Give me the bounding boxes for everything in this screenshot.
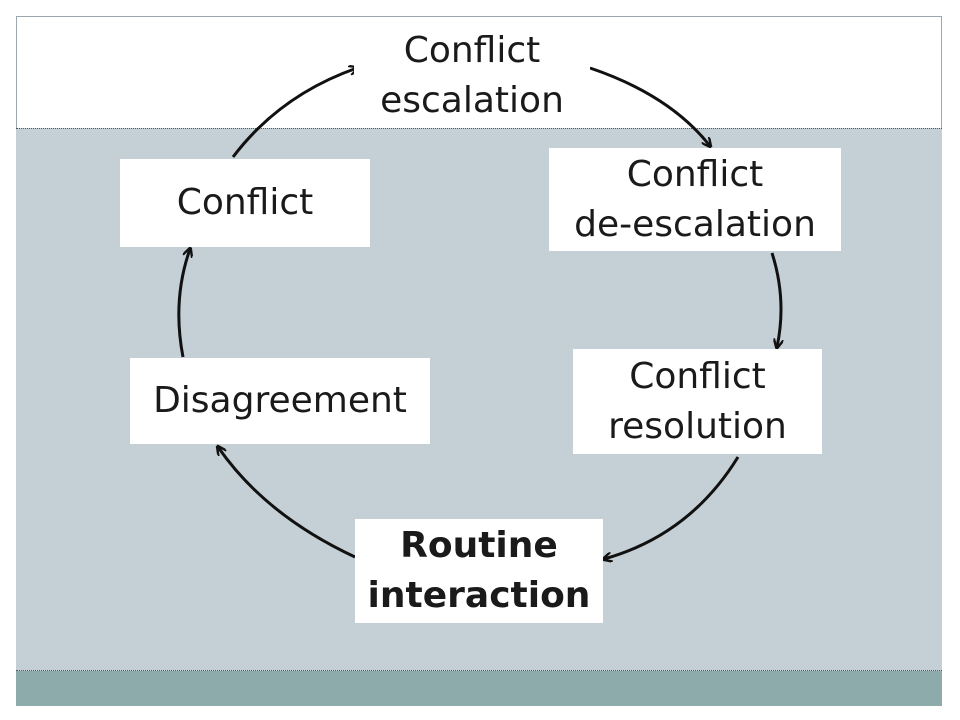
node-conflict-deescalation: Conflict de-escalation (549, 148, 841, 251)
arrow-escalation-to-deescalation (589, 66, 710, 146)
footer-bar (16, 671, 942, 706)
node-conflict-escalation: Conflict escalation (354, 24, 590, 128)
node-disagreement: Disagreement (130, 358, 430, 444)
arrow-routine-to-disagreement (218, 447, 356, 559)
arrow-disagreement-to-conflict (177, 249, 190, 358)
node-conflict-resolution: Conflict resolution (573, 349, 822, 454)
arrow-deescalation-to-resolution (770, 252, 781, 347)
arrow-conflict-to-escalation (231, 68, 357, 158)
node-routine-interaction: Routine interaction (355, 519, 603, 623)
node-conflict: Conflict (120, 159, 370, 247)
arrow-resolution-to-routine (604, 456, 740, 559)
